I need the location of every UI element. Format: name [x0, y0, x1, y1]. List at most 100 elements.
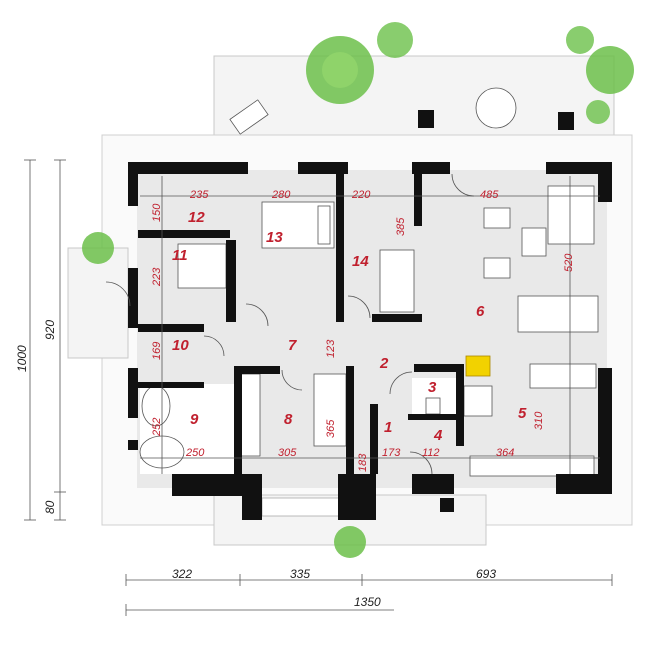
bed-14 — [379, 249, 415, 313]
wall-bottom-right — [412, 474, 454, 494]
plant-bush-6 — [82, 232, 114, 264]
wall-inner-8b — [234, 366, 280, 374]
room-labels: 1 2 3 4 5 6 7 8 9 10 11 12 13 14 — [172, 209, 527, 444]
plant-bush-2 — [377, 22, 413, 58]
terrace-table — [475, 87, 517, 129]
dim-left-height: 1000 — [15, 345, 29, 372]
door-swing-10 — [203, 335, 225, 357]
pillar-1 — [418, 110, 434, 128]
dimension-label: 123 — [325, 339, 337, 358]
wall-left-low — [128, 368, 138, 418]
plants — [82, 22, 634, 558]
room-label: 14 — [352, 253, 369, 270]
door-swing-2 — [389, 371, 413, 395]
door-swing-14 — [347, 295, 371, 319]
pillars — [418, 110, 574, 512]
wall-bottom-left — [172, 474, 260, 496]
room-label: 4 — [433, 427, 443, 444]
dimension-label: 252 — [151, 418, 163, 437]
door-swing-entry — [409, 451, 433, 475]
wall-inner-8c — [346, 366, 354, 476]
wall-bottom-far — [556, 474, 612, 494]
room-label: 3 — [428, 379, 437, 396]
wall-inner-3b — [456, 364, 464, 446]
plant-bush-5 — [586, 100, 610, 124]
dimension-label: 250 — [185, 447, 205, 459]
wall-inner-10 — [138, 324, 204, 332]
dimension-label: 520 — [563, 253, 575, 272]
wall-inner-8 — [234, 366, 242, 476]
dimension-label: 173 — [382, 447, 401, 459]
room-label: 5 — [518, 405, 527, 422]
wall-left-mid — [128, 268, 138, 328]
wall-top-mid — [298, 162, 348, 174]
interior-dimension-lines — [140, 176, 600, 474]
overall-dimensions: 322 335 693 1350 1000 920 80 — [15, 159, 613, 616]
dim-left-inner: 920 — [43, 320, 57, 340]
desk-11 — [177, 243, 227, 289]
room-label: 12 — [188, 209, 205, 226]
room-label: 7 — [288, 337, 297, 354]
door-swing-side — [105, 281, 131, 307]
wall-inner-3 — [414, 364, 464, 372]
plant-bush-4 — [566, 26, 594, 54]
room-label: 8 — [284, 411, 293, 428]
armchair-2 — [483, 257, 511, 279]
counter-5b — [469, 455, 595, 477]
dimension-label: 235 — [189, 189, 209, 201]
walls — [128, 162, 612, 520]
dimension-label: 280 — [271, 189, 291, 201]
coffee-table — [521, 227, 547, 257]
dimension-label: 485 — [480, 189, 499, 201]
left-ledge — [67, 247, 129, 359]
door-swing-7 — [245, 303, 269, 327]
dimension-label: 364 — [496, 447, 514, 459]
pillar-2 — [558, 112, 574, 130]
dimension-label: 305 — [278, 447, 297, 459]
dimension-label: 112 — [422, 447, 440, 459]
dim-bottom-total: 1350 — [354, 595, 381, 609]
dimension-label: 150 — [151, 203, 163, 222]
dimension-label: 385 — [395, 217, 407, 236]
plant-bush-7 — [334, 526, 366, 558]
dim-left-bottom: 80 — [43, 500, 57, 514]
stove-5 — [463, 385, 493, 417]
room-dimensions: 235 280 220 485 150 385 223 520 169 123 … — [151, 189, 575, 472]
wall-top-right — [412, 162, 450, 174]
dimension-label: 220 — [351, 189, 371, 201]
wall-inner-1 — [370, 404, 378, 474]
dimension-label: 365 — [325, 419, 337, 438]
wall-inner-13 — [336, 172, 344, 322]
room-label: 9 — [190, 411, 199, 428]
dimension-label: 169 — [151, 342, 163, 360]
dim-bottom-segment: 335 — [290, 567, 310, 581]
room-label: 11 — [172, 247, 188, 264]
wall-bottom-mid-r — [338, 474, 376, 520]
table-6 — [517, 295, 599, 333]
counter-5 — [529, 363, 597, 389]
dimension-label: 223 — [151, 267, 163, 287]
wall-inner-14b — [372, 314, 422, 322]
wall-inner-11 — [226, 240, 236, 322]
armchair-1 — [483, 207, 511, 229]
wall-inner-14 — [414, 172, 422, 226]
dimension-label: 183 — [357, 453, 369, 472]
sun-lounger — [229, 99, 269, 135]
furniture — [139, 87, 599, 477]
entrance-step — [261, 497, 343, 517]
room-label: 13 — [266, 229, 283, 246]
room-label: 6 — [476, 303, 485, 320]
plant-bush-3 — [586, 46, 634, 94]
wc-3 — [425, 397, 441, 415]
wall-inner-4 — [408, 414, 460, 420]
wall-bottom-mid-l — [242, 474, 262, 520]
wall-right-low — [598, 368, 612, 492]
wall-top-far — [546, 162, 612, 174]
wall-left-top — [128, 162, 138, 206]
desk-8 — [313, 373, 347, 447]
wall-left-bottom — [128, 440, 138, 450]
wall-right-top — [598, 162, 612, 202]
plant-tree-1-core — [322, 52, 358, 88]
room-label: 2 — [379, 355, 389, 372]
